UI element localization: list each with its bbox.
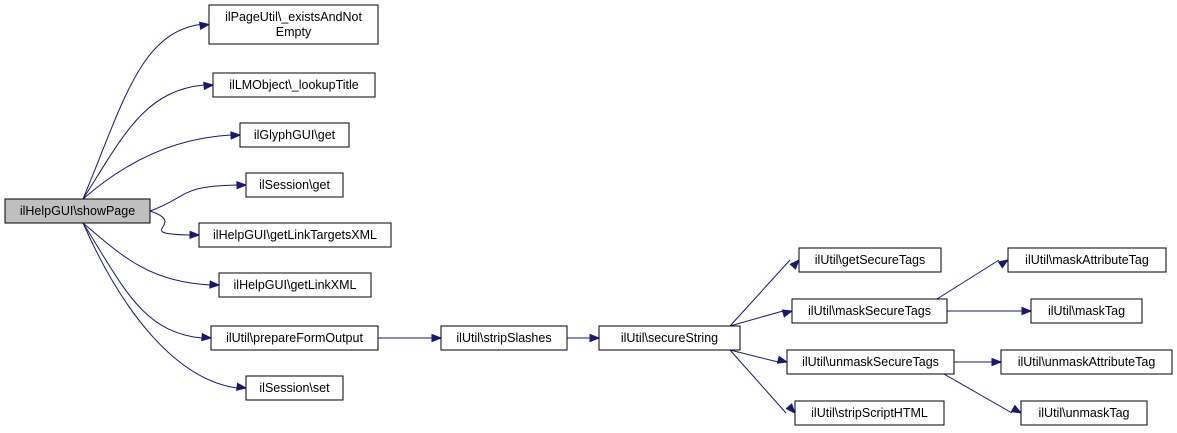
node-box (1000, 349, 1173, 375)
node-ilsession-set[interactable]: ilSession\set (245, 375, 344, 401)
node-box (598, 325, 741, 351)
node-label: ilGlyphGUI\get (254, 128, 336, 142)
node-ilutil-masksecuretags[interactable]: ilUtil\maskSecureTags (791, 298, 948, 324)
arrowhead-n7-to-n9 (431, 333, 443, 343)
arrowhead-n13-to-n17 (991, 357, 1003, 367)
edge-root-to-n3 (82, 134, 232, 200)
edge-root-to-n6 (82, 222, 211, 286)
edge-root-to-n7 (82, 222, 203, 339)
node-ilutil-securestring[interactable]: ilUtil\secureString (598, 325, 741, 351)
node-ilhelpgui-getlinktargetsxml[interactable]: ilHelpGUI\getLinkTargetsXML (198, 222, 392, 248)
node-ilutil-stripscripthtml[interactable]: ilUtil\stripScriptHTML (794, 400, 945, 426)
node-box (210, 325, 379, 351)
node-ilutil-masktag[interactable]: ilUtil\maskTag (1030, 298, 1143, 324)
edge-n10-to-n11 (729, 259, 791, 327)
arrowhead-n9-to-n10 (589, 333, 601, 343)
node-ilutil-stripslashes[interactable]: ilUtil\stripSlashes (440, 325, 568, 351)
node-label: ilLMObject\_lookupTitle (229, 78, 359, 92)
node-label: ilUtil\stripSlashes (456, 331, 551, 345)
arrowhead-root-to-n1 (198, 21, 211, 31)
edges-layer (82, 21, 1033, 415)
node-box (1007, 247, 1167, 273)
node-ilutil-maskattributetag[interactable]: ilUtil\maskAttributeTag (1007, 247, 1167, 273)
node-label: ilHelpGUI\showPage (20, 204, 135, 218)
node-box (208, 4, 379, 45)
node-box (239, 122, 350, 148)
node-box (245, 375, 344, 401)
edge-root-to-n5 (149, 210, 191, 236)
arrowhead-n10-to-n11 (789, 258, 800, 270)
node-label: ilPageUtil\_existsAndNot (225, 10, 362, 24)
node-label: ilSession\set (259, 381, 330, 395)
node-label: ilUtil\prepareFormOutput (226, 331, 363, 345)
arrowhead-n13-to-n18 (1010, 404, 1023, 414)
node-label: ilUtil\maskSecureTags (808, 304, 931, 318)
nodes-layer: ilHelpGUI\showPage ilPageUtil\_existsAndN… (4, 4, 1173, 426)
node-ilutil-getsecuretags[interactable]: ilUtil\getSecureTags (798, 247, 942, 273)
node-label: ilUtil\maskTag (1048, 304, 1125, 318)
node-ilutil-unmasktag[interactable]: ilUtil\unmaskTag (1020, 400, 1148, 426)
node-ilhelpgui-showpage[interactable]: ilHelpGUI\showPage (4, 198, 151, 224)
node-ilutil-unmasksecuretags[interactable]: ilUtil\unmaskSecureTags (786, 349, 955, 375)
arrowhead-root-to-n7 (201, 332, 213, 342)
arrowhead-n12-to-n16 (1021, 306, 1033, 316)
node-label: ilUtil\unmaskAttributeTag (1018, 355, 1156, 369)
node-illmobject-lookuptitle[interactable]: ilLMObject\_lookupTitle (212, 72, 376, 98)
node-label: ilHelpGUI\getLinkTargetsXML (213, 228, 377, 242)
node-ilsession-get[interactable]: ilSession\get (245, 172, 344, 198)
node-ilutil-prepareformoutput[interactable]: ilUtil\prepareFormOutput (210, 325, 379, 351)
arrowhead-root-to-n4 (236, 180, 248, 190)
node-box (212, 72, 376, 98)
arrowhead-n12-to-n15 (997, 259, 1010, 269)
arrowhead-root-to-n5 (189, 230, 201, 240)
node-box (218, 272, 372, 298)
arrowhead-root-to-n2 (203, 81, 215, 91)
node-label: ilSession\get (259, 178, 330, 192)
arrowhead-n10-to-n13 (776, 355, 789, 364)
arrowhead-root-to-n8 (236, 382, 248, 391)
node-label: ilUtil\unmaskSecureTags (802, 355, 939, 369)
node-box (198, 222, 392, 248)
node-label: ilUtil\getSecureTags (815, 253, 925, 267)
node-label: ilUtil\maskAttributeTag (1025, 253, 1149, 267)
node-ilhelpgui-getlinkxml[interactable]: ilHelpGUI\getLinkXML (218, 272, 372, 298)
edge-n10-to-n14 (729, 349, 787, 414)
node-label: ilUtil\unmaskTag (1038, 406, 1129, 420)
node-box (791, 298, 948, 324)
edge-root-to-n8 (82, 222, 238, 389)
edge-n10-to-n13 (729, 349, 779, 363)
node-box (245, 172, 344, 198)
node-label: ilHelpGUI\getLinkXML (234, 278, 357, 292)
arrowhead-n10-to-n14 (785, 403, 796, 415)
arrowhead-root-to-n3 (230, 131, 242, 140)
node-box (4, 198, 151, 224)
node-box (786, 349, 955, 375)
node-box (1020, 400, 1148, 426)
node-label: ilUtil\secureString (621, 331, 718, 345)
node-label: ilUtil\stripScriptHTML (811, 406, 928, 420)
edge-n13-to-n18 (943, 373, 1013, 414)
node-box (1030, 298, 1143, 324)
node-ilutil-unmaskattributetag[interactable]: ilUtil\unmaskAttributeTag (1000, 349, 1173, 375)
edge-root-to-n1 (82, 24, 201, 200)
node-box (794, 400, 945, 426)
edge-root-to-n4 (149, 184, 238, 212)
arrowhead-n10-to-n12 (781, 309, 794, 318)
arrowhead-root-to-n6 (209, 280, 221, 289)
edge-n12-to-n15 (936, 259, 1000, 300)
edge-root-to-n2 (82, 84, 205, 200)
edge-n10-to-n12 (729, 310, 784, 327)
node-label: Empty (276, 25, 312, 39)
node-box (440, 325, 568, 351)
node-ilglyphgui-get[interactable]: ilGlyphGUI\get (239, 122, 350, 148)
node-box (798, 247, 942, 273)
